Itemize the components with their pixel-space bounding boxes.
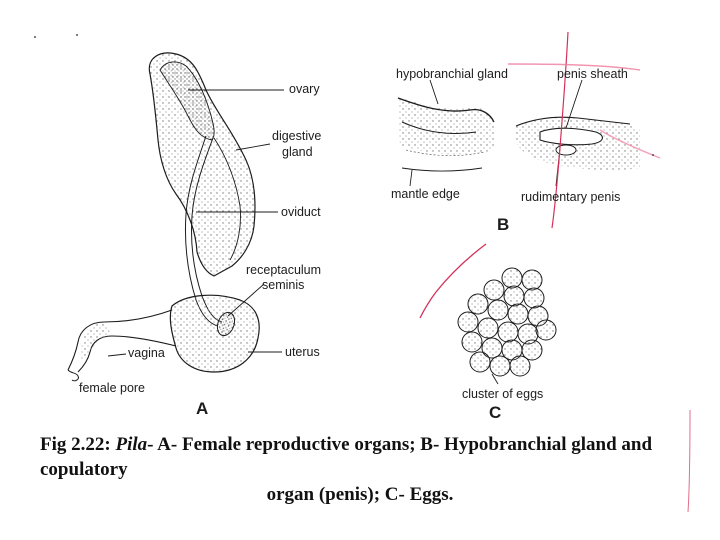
scan-speck	[34, 36, 36, 38]
digestive-gland-boundary	[213, 137, 241, 261]
label-cluster-of-eggs: cluster of eggs	[462, 387, 544, 401]
label-ovary: ovary	[289, 82, 320, 96]
female-pore-mark	[67, 369, 79, 382]
label-receptaculum-line1: receptaculum	[246, 263, 322, 277]
label-receptaculum-line2: seminis	[262, 278, 305, 292]
label-oviduct: oviduct	[281, 205, 321, 219]
panel-letter-c: C	[489, 403, 502, 422]
label-penis-sheath: penis sheath	[557, 67, 628, 81]
caption-line1: - A- Female reproductive organs; B- Hypo…	[40, 434, 653, 480]
caption-fig-number: Fig 2.22:	[40, 434, 116, 455]
scan-speck	[76, 34, 78, 36]
label-hypobranchial-gland: hypobranchial gland	[396, 67, 508, 81]
rudimentary-penis-shape	[539, 127, 603, 146]
uterus-sac	[169, 294, 260, 373]
label-digestive-gland-line2: gland	[282, 145, 313, 159]
label-digestive-gland-line1: digestive	[272, 129, 322, 143]
panel-letter-a: A	[196, 399, 209, 418]
panel-c-egg-cluster	[457, 267, 557, 377]
panel-a-leader-lines	[107, 89, 284, 357]
panel-c-leader-line	[491, 373, 499, 385]
mantle-edge-line	[401, 167, 483, 172]
pen-marks	[419, 31, 691, 513]
caption-genus: Pila	[115, 434, 148, 455]
caption-line2: organ (penis); C- Eggs.	[266, 484, 454, 505]
figure-caption: Fig 2.22: Pila- A- Female reproductive o…	[40, 432, 700, 507]
label-rudimentary-penis: rudimentary penis	[521, 190, 621, 204]
panel-letter-b: B	[497, 215, 510, 234]
label-vagina: vagina	[128, 346, 165, 360]
receptaculum-seminis-shape	[216, 311, 236, 337]
label-female-pore: female pore	[79, 381, 146, 395]
ovary-shape	[159, 61, 215, 141]
label-mantle-edge: mantle edge	[391, 187, 460, 201]
panel-a-drawing	[67, 52, 284, 382]
visceral-mass-outline	[148, 52, 256, 277]
hypobranchial-gland-shape	[398, 96, 494, 155]
label-uterus: uterus	[285, 345, 320, 359]
scan-speck	[652, 154, 654, 156]
panel-b-drawing	[397, 79, 640, 187]
